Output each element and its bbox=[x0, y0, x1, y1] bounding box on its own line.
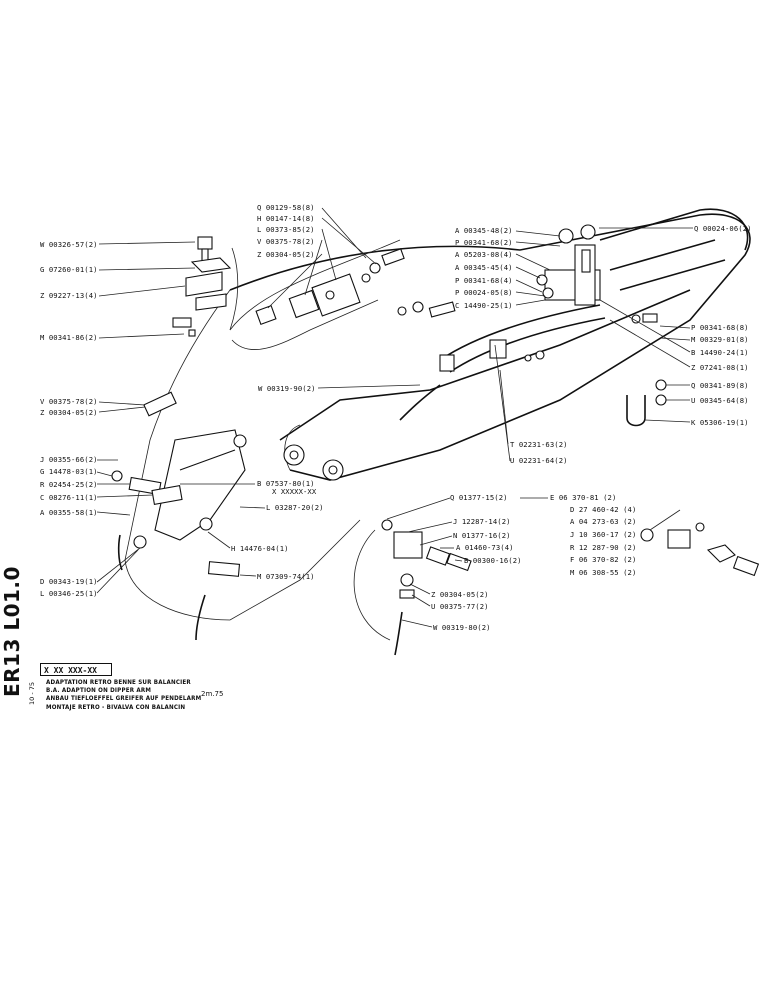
leader-lines-upper-center bbox=[267, 207, 421, 389]
part-label: E 06 370-81 (2) bbox=[550, 493, 616, 502]
part-label: D 00343-19(1) bbox=[40, 577, 98, 586]
part-label: J 00355-66(2) bbox=[40, 455, 98, 464]
part-label: G 07260-01(1) bbox=[40, 265, 98, 274]
part-label: M 07309-74(1) bbox=[257, 572, 315, 581]
part-number-box: X XX XXX-XX bbox=[40, 663, 112, 676]
leader-lines-left-mid bbox=[96, 459, 266, 594]
part-label: D 27 460-42 (4) bbox=[570, 505, 636, 514]
part-label: M 06 308-55 (2) bbox=[570, 568, 636, 577]
bracket-parts-upper-left bbox=[172, 236, 239, 337]
part-label: A 00345-48(2) bbox=[455, 226, 513, 235]
leader-lines-lower bbox=[386, 497, 681, 628]
part-label: Z 00304-05(2) bbox=[40, 408, 98, 417]
leader-lines-upper-right bbox=[494, 227, 693, 462]
part-label: L 00373-85(2) bbox=[257, 225, 315, 234]
part-label: X XXXXX-XX bbox=[272, 487, 317, 496]
part-label: H 14476-04(1) bbox=[231, 544, 289, 553]
part-label: G 14478-03(1) bbox=[40, 467, 98, 476]
part-label: U 00375-77(2) bbox=[431, 602, 489, 611]
dipper-arm-outline bbox=[124, 208, 751, 621]
drawing-reference-date: 10 - 75 bbox=[28, 681, 36, 705]
part-label: T 02231-63(2) bbox=[510, 440, 568, 449]
part-label: Z 00304-05(2) bbox=[431, 590, 489, 599]
part-label: C 08276-11(1) bbox=[40, 493, 98, 502]
part-label: M 00329-01(8) bbox=[691, 335, 749, 344]
title-line-de: ANBAU TIEFLOEFFEL GREIFER AUF PENDELARM bbox=[46, 695, 202, 703]
part-label: K 05306-19(1) bbox=[691, 418, 749, 427]
part-label: V 00375-78(2) bbox=[40, 397, 98, 406]
part-label: F 06 370-82 (2) bbox=[570, 555, 636, 564]
part-label: Q 00129-58(8) bbox=[257, 203, 315, 212]
part-label: P 00341-68(4) bbox=[455, 276, 513, 285]
part-label: U 02231-64(2) bbox=[510, 456, 568, 465]
part-label: Q 00024-06(2) bbox=[694, 224, 752, 233]
part-label: L 00346-25(1) bbox=[40, 589, 98, 598]
part-label: J 12287-14(2) bbox=[453, 517, 511, 526]
part-label: W 00319-90(2) bbox=[258, 384, 316, 393]
part-label: Z 00304-05(2) bbox=[257, 250, 315, 259]
part-label: R 12 287-90 (2) bbox=[570, 543, 636, 552]
part-label: A 05203-08(4) bbox=[455, 250, 513, 259]
issue-date: 2m.75 bbox=[201, 690, 224, 698]
part-label: Z 09227-13(4) bbox=[40, 291, 98, 300]
part-label: A 00345-45(4) bbox=[455, 263, 513, 272]
part-label: U 00345-64(8) bbox=[691, 396, 749, 405]
coupling-assembly-upper bbox=[229, 239, 405, 350]
part-label: W 00319-80(2) bbox=[433, 623, 491, 632]
hydraulic-line-upper bbox=[397, 224, 667, 427]
part-label: P 00024-05(8) bbox=[455, 288, 513, 297]
part-label: V 00375-78(2) bbox=[257, 237, 315, 246]
part-label: C 14490-25(1) bbox=[455, 301, 513, 310]
part-label: A 00355-58(1) bbox=[40, 508, 98, 517]
title-line-en: B.A. ADAPTION ON DIPPER ARM bbox=[46, 687, 152, 695]
part-label: B 14490-24(1) bbox=[691, 348, 749, 357]
part-label: P 00341-68(8) bbox=[691, 323, 749, 332]
part-label: B 07537-80(1) bbox=[257, 479, 315, 488]
part-label: P 00341-68(2) bbox=[455, 238, 513, 247]
part-label: J 10 360-17 (2) bbox=[570, 530, 636, 539]
part-label: Q 00341-89(8) bbox=[691, 381, 749, 390]
title-line-fr: ADAPTATION RETRO BENNE SUR BALANCIER bbox=[46, 679, 191, 686]
part-label: B 00300-16(2) bbox=[464, 556, 522, 565]
part-label: M 00341-86(2) bbox=[40, 333, 98, 342]
part-label: H 00147-14(8) bbox=[257, 214, 315, 223]
drawing-reference-code: ER13 L01.0 bbox=[0, 566, 24, 697]
leader-lines-upper-left bbox=[98, 241, 196, 413]
title-line-es: MONTAJE RETRO - BIVALVA CON BALANCIN bbox=[46, 703, 186, 711]
title-block: ADAPTATION RETRO BENNE SUR BALANCIER B.A… bbox=[46, 679, 201, 712]
part-label: W 00326-57(2) bbox=[40, 240, 98, 249]
part-label: N 01377-16(2) bbox=[453, 531, 511, 540]
part-label: A 01460-73(4) bbox=[456, 543, 514, 552]
swivel-parts-lower-right bbox=[640, 522, 760, 577]
part-label: Z 07241-08(1) bbox=[691, 363, 749, 372]
part-label: R 02454-25(2) bbox=[40, 480, 98, 489]
part-label: A 04 273-63 (2) bbox=[570, 517, 636, 526]
part-label: L 03287-20(2) bbox=[266, 503, 324, 512]
part-label: Q 01377-15(2) bbox=[450, 493, 508, 502]
